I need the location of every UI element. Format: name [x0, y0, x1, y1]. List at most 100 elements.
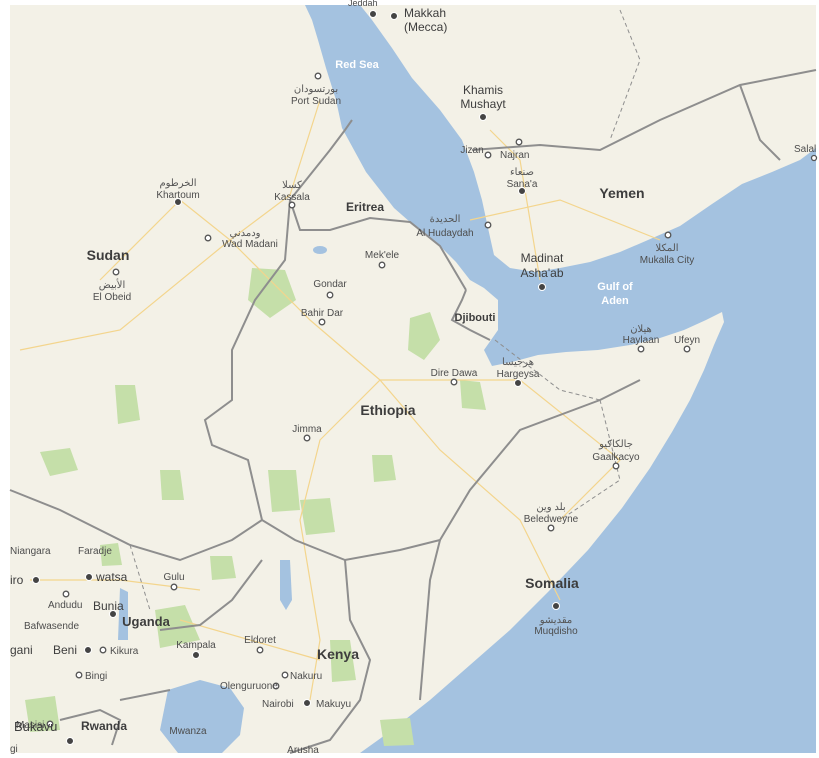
city-label-gani: gani: [10, 643, 33, 657]
country-label-djibouti: Djibouti: [455, 312, 496, 324]
city-dot-gondar: [326, 291, 334, 299]
city-label-madinat-1: Madinat: [521, 251, 564, 265]
city-label-kampala: Kampala: [176, 640, 216, 651]
gulf-of-aden-label-line2: Aden: [601, 295, 629, 307]
city-label-khartoum-ar: الخرطوم: [159, 178, 196, 189]
city-label-bahir-dar: Bahir Dar: [301, 308, 344, 319]
lake-tana: [313, 246, 327, 254]
country-label-somalia: Somalia: [525, 575, 579, 591]
city-label-hargeysa: Hargeysa: [497, 369, 540, 380]
city-dot-hudaydah: [484, 221, 492, 229]
city-dot-gulu: [170, 583, 178, 591]
city-label-mwanza: Mwanza: [169, 726, 207, 737]
country-label-uganda: Uganda: [122, 614, 170, 629]
country-label-rwanda: Rwanda: [81, 719, 127, 733]
city-label-bingi: Bingi: [85, 671, 107, 682]
city-label-nakuru: Nakuru: [290, 671, 322, 682]
city-label-port-sudan-ar: بورتسودان: [294, 84, 338, 95]
city-label-hudaydah-ar: الحديدة: [430, 214, 461, 225]
city-dot-madinat: [538, 283, 546, 291]
city-label-khamis-2: Mushayt: [460, 97, 506, 111]
city-dot-salalah: [810, 154, 818, 162]
city-dot-port-sudan: [314, 72, 322, 80]
city-label-bafwasende: Bafwasende: [24, 621, 79, 632]
city-dot-el-obeid: [112, 268, 120, 276]
city-dot-kampala: [192, 651, 200, 659]
city-dot-ufeyn: [683, 345, 691, 353]
city-label-ufeyn: Ufeyn: [674, 335, 700, 346]
city-label-bunia: Bunia: [93, 599, 124, 613]
city-labels: Makkah (Mecca) Jeddah بورتسودان Port Sud…: [10, 0, 816, 756]
country-label-yemen: Yemen: [599, 185, 644, 201]
city-label-beni: Beni: [53, 643, 77, 657]
city-dot-mukalla: [664, 231, 672, 239]
city-label-wad-madani: Wad Madani: [222, 239, 278, 250]
city-label-haylaan-ar: هيلان: [630, 324, 652, 335]
lake-turkana: [280, 560, 292, 610]
city-dot-makkah: [390, 12, 398, 20]
city-dot-olenguruone: [272, 682, 280, 690]
city-dot-andudu: [62, 590, 70, 598]
city-dot-kikura: [99, 646, 107, 654]
city-label-hudaydah: Al Hudaydah: [416, 228, 473, 239]
city-dot-mekele: [378, 261, 386, 269]
country-borders: [9, 69, 817, 754]
city-dot-nakuru: [281, 671, 289, 679]
country-label-sudan: Sudan: [87, 247, 130, 263]
city-dot-bunia: [109, 610, 117, 618]
city-label-bukavu: Bukavu: [14, 719, 57, 734]
city-label-hargeysa-ar: هرجيسا: [502, 357, 534, 368]
city-label-makuyu: Makuyu: [316, 699, 351, 710]
city-label-beledweyne-ar: بلد وين: [536, 502, 565, 513]
city-dot-khartoum: [174, 198, 182, 206]
city-label-eldoret: Eldoret: [244, 635, 276, 646]
city-label-makkah-1: Makkah: [404, 6, 446, 20]
city-dot-iro: [32, 576, 40, 584]
country-label-eritrea: Eritrea: [346, 200, 384, 214]
city-dot-khamis: [479, 113, 487, 121]
city-dot-bingi: [75, 671, 83, 679]
gulf-of-aden-label-line1: Gulf of: [597, 281, 633, 293]
city-dot-dire-dawa: [450, 378, 458, 386]
city-label-iro: iro: [10, 573, 24, 587]
city-label-gi: gi: [10, 744, 18, 755]
country-label-ethiopia: Ethiopia: [360, 402, 415, 418]
red-sea-label: Red Sea: [335, 59, 379, 71]
city-label-najran: Najran: [500, 150, 529, 161]
city-label-jizan: Jizan: [460, 145, 483, 156]
city-label-mukalla-ar: المكلا: [655, 243, 678, 254]
city-label-kassala: Kassala: [274, 192, 310, 203]
lake-victoria: [160, 680, 244, 753]
city-dot-hargeysa: [514, 379, 522, 387]
city-dot-mogadishu: [552, 602, 560, 610]
city-label-jeddah: Jeddah: [348, 0, 378, 8]
lake-albert: [118, 588, 128, 640]
city-dot-haylaan: [637, 345, 645, 353]
city-dot-bahir-dar: [318, 318, 326, 326]
city-label-jimma: Jimma: [292, 424, 322, 435]
country-label-kenya: Kenya: [317, 646, 359, 662]
city-label-madinat-2: Asha'ab: [521, 266, 564, 280]
park-areas: [25, 268, 486, 746]
city-dot-jeddah: [369, 10, 377, 18]
city-label-port-sudan: Port Sudan: [291, 96, 341, 107]
city-label-salalah: Salal: [794, 144, 816, 155]
city-dot-sanaa: [518, 187, 526, 195]
city-dot-bukavu: [66, 737, 74, 745]
city-label-niangara: Niangara: [10, 546, 51, 557]
city-label-masisi: Masisi: [16, 720, 44, 731]
city-label-sanaa-ar: صنعاء: [510, 167, 534, 178]
city-label-el-obeid: El Obeid: [93, 292, 131, 303]
city-label-arusha: Arusha: [287, 745, 319, 756]
city-label-wad-madani-ar: ودمدني: [229, 228, 260, 239]
city-label-makkah-2: (Mecca): [404, 20, 447, 34]
city-label-beledweyne: Beledweyne: [524, 514, 579, 525]
city-label-kassala-ar: كسلا: [282, 180, 302, 191]
city-label-watsa: watsa: [95, 570, 128, 584]
city-label-mogadishu-ar: مقديشو: [539, 615, 573, 626]
city-markers: [32, 10, 818, 745]
city-label-khartoum: Khartoum: [156, 190, 199, 201]
city-label-haylaan: Haylaan: [623, 335, 660, 346]
city-dot-watsa: [85, 573, 93, 581]
